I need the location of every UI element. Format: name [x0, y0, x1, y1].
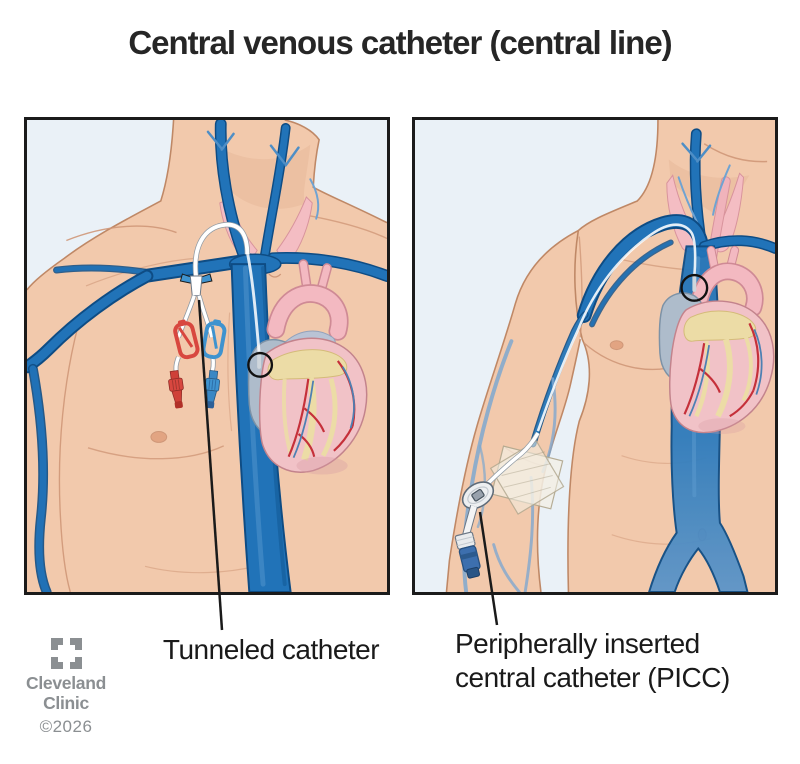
- copyright: ©2026: [39, 717, 93, 736]
- branding-block: Cleveland Clinic ©2026: [14, 638, 118, 737]
- cardiac-veins: [688, 328, 763, 417]
- label-picc-line1: Peripherally inserted: [455, 628, 700, 659]
- picc-cap: [454, 531, 481, 579]
- heart: [658, 245, 775, 435]
- picc-illustration: [445, 120, 775, 592]
- red-clamp: [173, 319, 200, 360]
- label-picc-line2: central catheter (PICC): [455, 662, 730, 693]
- catheter-tip-marker-icon: [247, 351, 274, 378]
- catheter-hub: [189, 275, 203, 297]
- nipple: [150, 431, 168, 443]
- label-picc: Peripherally inserted central catheter (…: [455, 627, 795, 695]
- brand-name-line1: Cleveland: [26, 673, 106, 693]
- picc-device: [454, 223, 697, 579]
- brand-name-line2: Clinic: [43, 693, 89, 713]
- catheter-tip-marker-icon: [680, 273, 709, 302]
- nipple: [609, 340, 624, 351]
- cardiac-veins: [292, 366, 355, 459]
- panel-tunneled-catheter: [24, 117, 390, 595]
- coronary-arteries: [683, 322, 760, 418]
- label-tunneled-catheter: Tunneled catheter: [162, 634, 380, 665]
- heart: [247, 259, 368, 475]
- tunneled-catheter-illustration: [27, 120, 387, 592]
- picc-hub: [461, 481, 495, 510]
- panel-picc: [412, 117, 778, 595]
- cleveland-clinic-logo-icon: [50, 638, 82, 669]
- red-luer: [168, 369, 184, 409]
- page-title: Central venous catheter (central line): [128, 24, 672, 61]
